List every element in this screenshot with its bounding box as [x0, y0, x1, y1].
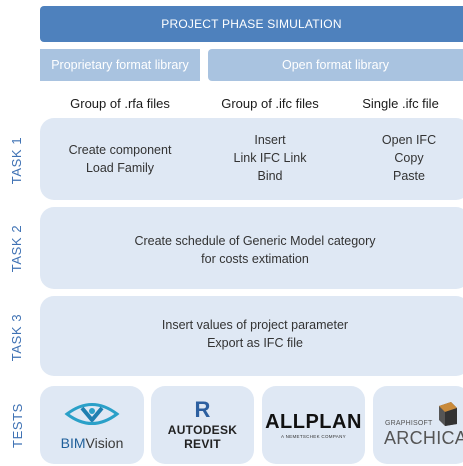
task1-ifc-single-line: Copy	[394, 151, 424, 165]
task2-line: Create schedule of Generic Model categor…	[134, 234, 376, 248]
task1-ifc-group-line: Insert	[254, 133, 286, 147]
project-phase-banner: PROJECT PHASE SIMULATION	[40, 6, 463, 42]
proprietary-library-label: Proprietary format library	[51, 58, 189, 72]
task1-rfa-line: Create component	[68, 143, 172, 157]
task3-cell: Insert values of project parameter Expor…	[40, 316, 463, 352]
task3-side-label: TASK 3	[2, 297, 32, 377]
task1-side-label: TASK 1	[2, 120, 32, 200]
open-library-header: Open format library	[208, 49, 463, 81]
task3-line: Insert values of project parameter	[161, 318, 349, 332]
task1-ifc-group-line: Bind	[257, 169, 283, 183]
archicad-graphisoft-text: GRAPHISOFT	[385, 420, 433, 427]
column-header-ifc-single-label: Single .ifc file	[362, 95, 439, 111]
task3-line: Export as IFC file	[207, 336, 303, 350]
task2-side-label: TASK 2	[2, 208, 32, 288]
bimvision-logo: BIMVision	[60, 399, 124, 451]
bimvision-text-vision: Vision	[85, 435, 124, 451]
allplan-logo: ALLPLAN A NEMETSCHEK COMPANY	[265, 411, 362, 439]
allplan-sub-text: A NEMETSCHEK COMPANY	[281, 434, 346, 439]
archicad-name-text: ARCHICAD	[384, 428, 463, 448]
column-header-ifc-group: Group of .ifc files	[210, 94, 330, 112]
revit-r-icon: R	[194, 397, 211, 422]
task1-ifc-single-cell: Open IFC Copy Paste	[350, 131, 463, 185]
task2-band	[40, 207, 463, 289]
task1-label-text: TASK 1	[9, 136, 25, 184]
column-header-ifc-single: Single .ifc file	[338, 94, 463, 112]
task1-ifc-single-line: Paste	[393, 169, 425, 183]
task3-band	[40, 296, 463, 376]
task1-band	[40, 118, 463, 200]
tests-label-text: TESTS	[9, 402, 25, 448]
column-header-ifc-group-label: Group of .ifc files	[221, 95, 319, 111]
revit-revit-text: REVIT	[184, 437, 221, 451]
banner-title: PROJECT PHASE SIMULATION	[161, 17, 342, 31]
revit-autodesk-text: AUTODESK	[167, 423, 238, 437]
allplan-logo-box: ALLPLAN A NEMETSCHEK COMPANY	[262, 386, 365, 464]
open-library-label: Open format library	[282, 58, 389, 72]
archicad-logo-box: GRAPHISOFT ARCHICAD	[373, 386, 463, 464]
task1-ifc-group-cell: Insert Link IFC Link Bind	[210, 131, 330, 185]
bimvision-eye-icon	[64, 403, 120, 425]
task2-label-text: TASK 2	[9, 224, 25, 272]
task2-cell: Create schedule of Generic Model categor…	[40, 232, 463, 268]
revit-logo-box: R AUTODESK REVIT	[151, 386, 254, 464]
task1-ifc-single-line: Open IFC	[381, 133, 437, 147]
revit-logo: R AUTODESK REVIT	[167, 397, 238, 452]
bimvision-logo-box: BIMVision	[40, 386, 144, 464]
task1-rfa-line: Load Family	[85, 161, 155, 175]
archicad-logo: GRAPHISOFT ARCHICAD	[373, 386, 463, 464]
task2-line: for costs extimation	[201, 252, 309, 266]
allplan-name-text: ALLPLAN	[265, 411, 362, 433]
column-header-rfa-label: Group of .rfa files	[70, 95, 170, 111]
task1-ifc-group-line: Link IFC Link	[233, 151, 307, 165]
task3-label-text: TASK 3	[9, 313, 25, 361]
archicad-cube-icon	[439, 402, 457, 426]
tests-side-label: TESTS	[2, 386, 32, 464]
column-header-rfa: Group of .rfa files	[40, 94, 200, 112]
proprietary-library-header: Proprietary format library	[40, 49, 200, 81]
task1-rfa-cell: Create component Load Family	[40, 141, 200, 177]
bimvision-text-bim: BIM	[60, 435, 86, 451]
